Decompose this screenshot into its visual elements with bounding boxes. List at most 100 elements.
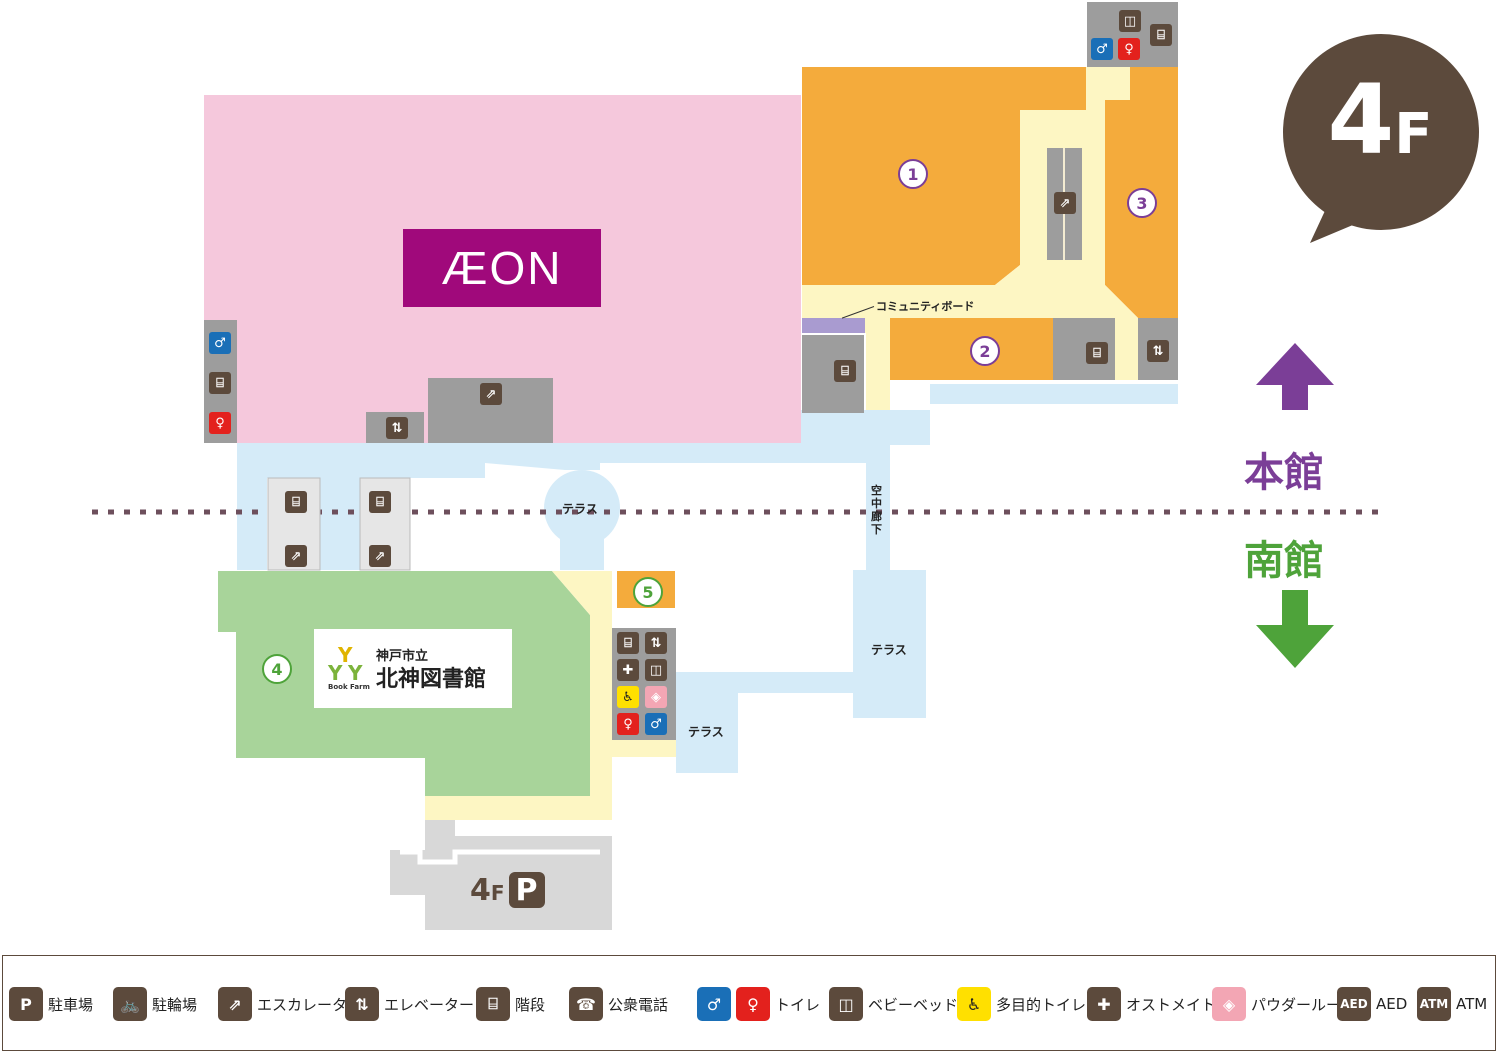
stairs-icon: ⌸ xyxy=(476,987,510,1021)
toilet-men-icon[interactable]: ♂ xyxy=(645,713,667,735)
parking-icon: P xyxy=(508,872,545,908)
toilet-men-icon[interactable]: ♂ xyxy=(1091,38,1113,60)
store-number-4[interactable]: 4 xyxy=(262,654,292,684)
legend-toilet: ♂ ♀ トイレ xyxy=(697,987,820,1021)
book-farm-label: Book Farm xyxy=(328,683,370,691)
toilet-men-icon[interactable]: ♂ xyxy=(209,332,231,354)
stairs-icon[interactable]: ⌸ xyxy=(369,491,391,513)
legend-label: エレベーター xyxy=(384,995,475,1014)
legend-elevator: ⇅ エレベーター xyxy=(345,987,474,1021)
stairs-icon[interactable]: ⌸ xyxy=(1150,24,1172,46)
legend-ostomate: ✚ オストメイト xyxy=(1087,987,1216,1021)
ostomate-icon[interactable]: ✚ xyxy=(617,659,639,681)
store-number-3[interactable]: 3 xyxy=(1127,188,1157,218)
store-1-area xyxy=(802,67,1086,285)
elevator-icon[interactable]: ⇅ xyxy=(645,632,667,654)
legend-baby-bed: ◫ ベビーベッド xyxy=(829,987,958,1021)
legend-escalator: ⇗ エスカレーター xyxy=(218,987,362,1021)
arrow-down xyxy=(1256,590,1334,668)
library-name-small: 神戸市立 xyxy=(376,649,429,664)
walkway-left-lower xyxy=(237,478,267,570)
legend-atm: ATM ATM xyxy=(1417,987,1487,1021)
arrow-up xyxy=(1256,343,1334,410)
baby-bed-icon: ◫ xyxy=(829,987,863,1021)
logo-letter-y-right: Y xyxy=(348,661,363,685)
legend-label: 駐輪場 xyxy=(152,995,198,1014)
accessible-toilet-icon[interactable]: ♿ xyxy=(617,686,639,708)
baby-bed-icon[interactable]: ◫ xyxy=(645,659,667,681)
legend-label: 公衆電話 xyxy=(608,995,669,1014)
accessible-toilet-icon: ♿ xyxy=(957,987,991,1021)
atm-icon: ATM xyxy=(1417,987,1451,1021)
elevator-icon[interactable]: ⇅ xyxy=(1147,340,1169,362)
ostomate-icon: ✚ xyxy=(1087,987,1121,1021)
terrace-label-right: テラス xyxy=(871,643,907,657)
legend-label: ATM xyxy=(1456,995,1488,1013)
toilet-men-icon: ♂ xyxy=(697,987,731,1021)
terrace-label-lower: テラス xyxy=(688,725,724,739)
legend-label: ベビーベッド xyxy=(868,995,959,1014)
terrace-label-circle: テラス xyxy=(562,502,598,516)
legend-label: 階段 xyxy=(515,995,546,1014)
library-name-large: 北神図書館 xyxy=(376,667,487,692)
parking-icon: P xyxy=(9,987,43,1021)
elevator-icon: ⇅ xyxy=(345,987,379,1021)
floor-badge-circle xyxy=(1283,34,1479,230)
toilet-women-icon[interactable]: ♀ xyxy=(1118,38,1140,60)
escalator-icon[interactable]: ⇗ xyxy=(369,545,391,567)
parking-floor-suffix: F xyxy=(490,880,505,905)
main-building-label: 本館 xyxy=(1244,450,1324,496)
legend-stairs: ⌸ 階段 xyxy=(476,987,545,1021)
stairs-icon[interactable]: ⌸ xyxy=(1086,342,1108,364)
parking-floor: 4F xyxy=(470,873,505,908)
skywalk-label: 空中廊下 xyxy=(871,484,882,536)
toilet-women-icon[interactable]: ♀ xyxy=(617,713,639,735)
bicycle-icon: 🚲 xyxy=(113,987,147,1021)
legend-label: エスカレーター xyxy=(257,995,363,1014)
aed-icon: AED xyxy=(1337,987,1371,1021)
legend-label: AED xyxy=(1376,995,1408,1013)
escalator-icon[interactable]: ⇗ xyxy=(1054,192,1076,214)
legend-label: トイレ xyxy=(775,995,821,1014)
stairs-icon[interactable]: ⌸ xyxy=(834,360,856,382)
escalator-icon[interactable]: ⇗ xyxy=(285,545,307,567)
legend: P 駐車場 🚲 駐輪場 ⇗ エスカレーター ⇅ エレベーター ⌸ 階段 ☎ 公衆… xyxy=(2,955,1496,1051)
aeon-escalator-box-2 xyxy=(428,410,553,443)
book-farm-logo: Y Y Y xyxy=(326,643,370,693)
aeon-logo[interactable]: ÆON xyxy=(403,229,601,307)
powder-room-icon: ◈ xyxy=(1212,987,1246,1021)
escalator-icon[interactable]: ⇗ xyxy=(480,383,502,405)
floor-suffix: F xyxy=(1394,102,1433,167)
toilet-women-icon[interactable]: ♀ xyxy=(209,412,231,434)
legend-label: オストメイト xyxy=(1126,995,1217,1014)
south-building-label: 南館 xyxy=(1244,538,1324,584)
walkway-main xyxy=(237,384,1178,718)
logo-letter-y-left: Y xyxy=(328,661,343,685)
toilet-women-icon: ♀ xyxy=(736,987,770,1021)
escalator-icon: ⇗ xyxy=(218,987,252,1021)
store-number-5[interactable]: 5 xyxy=(633,577,663,607)
baby-bed-icon[interactable]: ◫ xyxy=(1119,10,1141,32)
elevator-icon[interactable]: ⇅ xyxy=(386,417,408,439)
floor-badge-tail xyxy=(1310,200,1360,243)
floor-map xyxy=(92,2,1479,930)
stairs-icon[interactable]: ⌸ xyxy=(209,372,231,394)
legend-aed: AED AED xyxy=(1337,987,1407,1021)
parking-label[interactable]: 4F P xyxy=(470,872,545,908)
stairs-icon[interactable]: ⌸ xyxy=(285,491,307,513)
legend-bicycle: 🚲 駐輪場 xyxy=(113,987,197,1021)
legend-powder-room: ◈ パウダールーム xyxy=(1212,987,1356,1021)
terrace-lower xyxy=(676,672,853,773)
legend-label: 多目的トイレ xyxy=(996,995,1087,1014)
store-number-2[interactable]: 2 xyxy=(970,336,1000,366)
legend-parking: P 駐車場 xyxy=(9,987,93,1021)
store-number-1[interactable]: 1 xyxy=(898,159,928,189)
legend-label: 駐車場 xyxy=(48,995,94,1014)
powder-room-icon[interactable]: ◈ xyxy=(645,686,667,708)
terrace-circle-stem xyxy=(560,508,604,570)
legend-accessible-toilet: ♿ 多目的トイレ xyxy=(957,987,1086,1021)
stairs-icon[interactable]: ⌸ xyxy=(617,632,639,654)
library-sign[interactable]: Y Y Y Book Farm 神戸市立 北神図書館 xyxy=(314,629,512,708)
parking-floor-number: 4 xyxy=(470,872,491,908)
floor-badge: 4F xyxy=(1300,72,1460,168)
